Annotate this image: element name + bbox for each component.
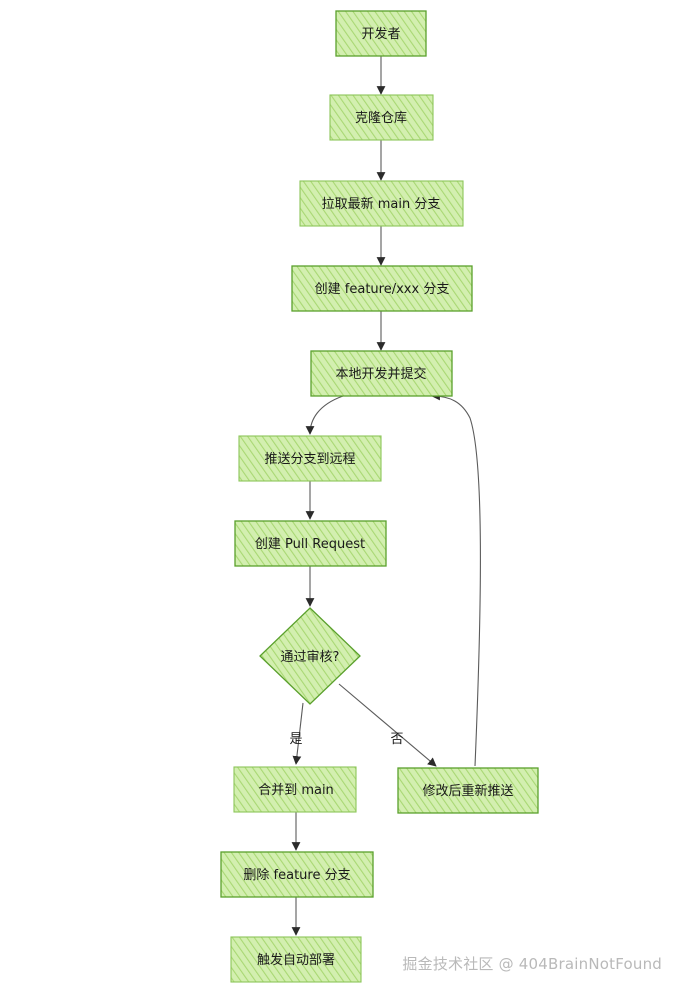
- node-clone: 克隆仓库: [329, 94, 434, 141]
- node-create-pr: 创建 Pull Request: [234, 520, 387, 567]
- node-deploy-label: 触发自动部署: [257, 952, 335, 968]
- edges: [291, 56, 481, 936]
- node-developer-label: 开发者: [361, 26, 400, 42]
- node-push-remote: 推送分支到远程: [238, 435, 382, 482]
- node-create-feature: 创建 feature/xxx 分支: [291, 265, 473, 312]
- node-create-pr-label: 创建 Pull Request: [255, 537, 365, 552]
- node-review-decision: 通过审核?: [259, 607, 361, 705]
- node-fix-push-label: 修改后重新推送: [422, 783, 513, 799]
- node-delete-feature: 删除 feature 分支: [220, 851, 374, 898]
- edge-review-yes-to-merge: [292, 702, 304, 765]
- node-developer: 开发者: [335, 10, 427, 57]
- node-merge-main: 合并到 main: [233, 766, 357, 813]
- node-review-label: 通过审核?: [281, 650, 340, 665]
- node-deploy: 触发自动部署: [230, 936, 362, 983]
- edge-fix-back-to-local-dev: [431, 391, 481, 767]
- edge-review-no-to-fix: [338, 683, 437, 767]
- edge-label-yes: 是: [289, 732, 302, 747]
- node-push-remote-label: 推送分支到远程: [264, 452, 355, 467]
- edge-label-no: 否: [390, 732, 403, 747]
- node-delete-feature-label: 删除 feature 分支: [243, 868, 350, 883]
- node-pull-main-label: 拉取最新 main 分支: [322, 196, 441, 212]
- node-clone-label: 克隆仓库: [355, 110, 407, 126]
- edge-local-dev-to-push-remote: [305, 395, 344, 435]
- node-merge-main-label: 合并到 main: [258, 783, 334, 798]
- node-create-feature-label: 创建 feature/xxx 分支: [315, 282, 450, 297]
- node-local-dev: 本地开发并提交: [310, 350, 453, 397]
- node-local-dev-label: 本地开发并提交: [335, 366, 426, 382]
- node-pull-main: 拉取最新 main 分支: [299, 180, 464, 227]
- watermark: 掘金技术社区 @ 404BrainNotFound: [402, 955, 662, 973]
- node-fix-push: 修改后重新推送: [397, 767, 539, 814]
